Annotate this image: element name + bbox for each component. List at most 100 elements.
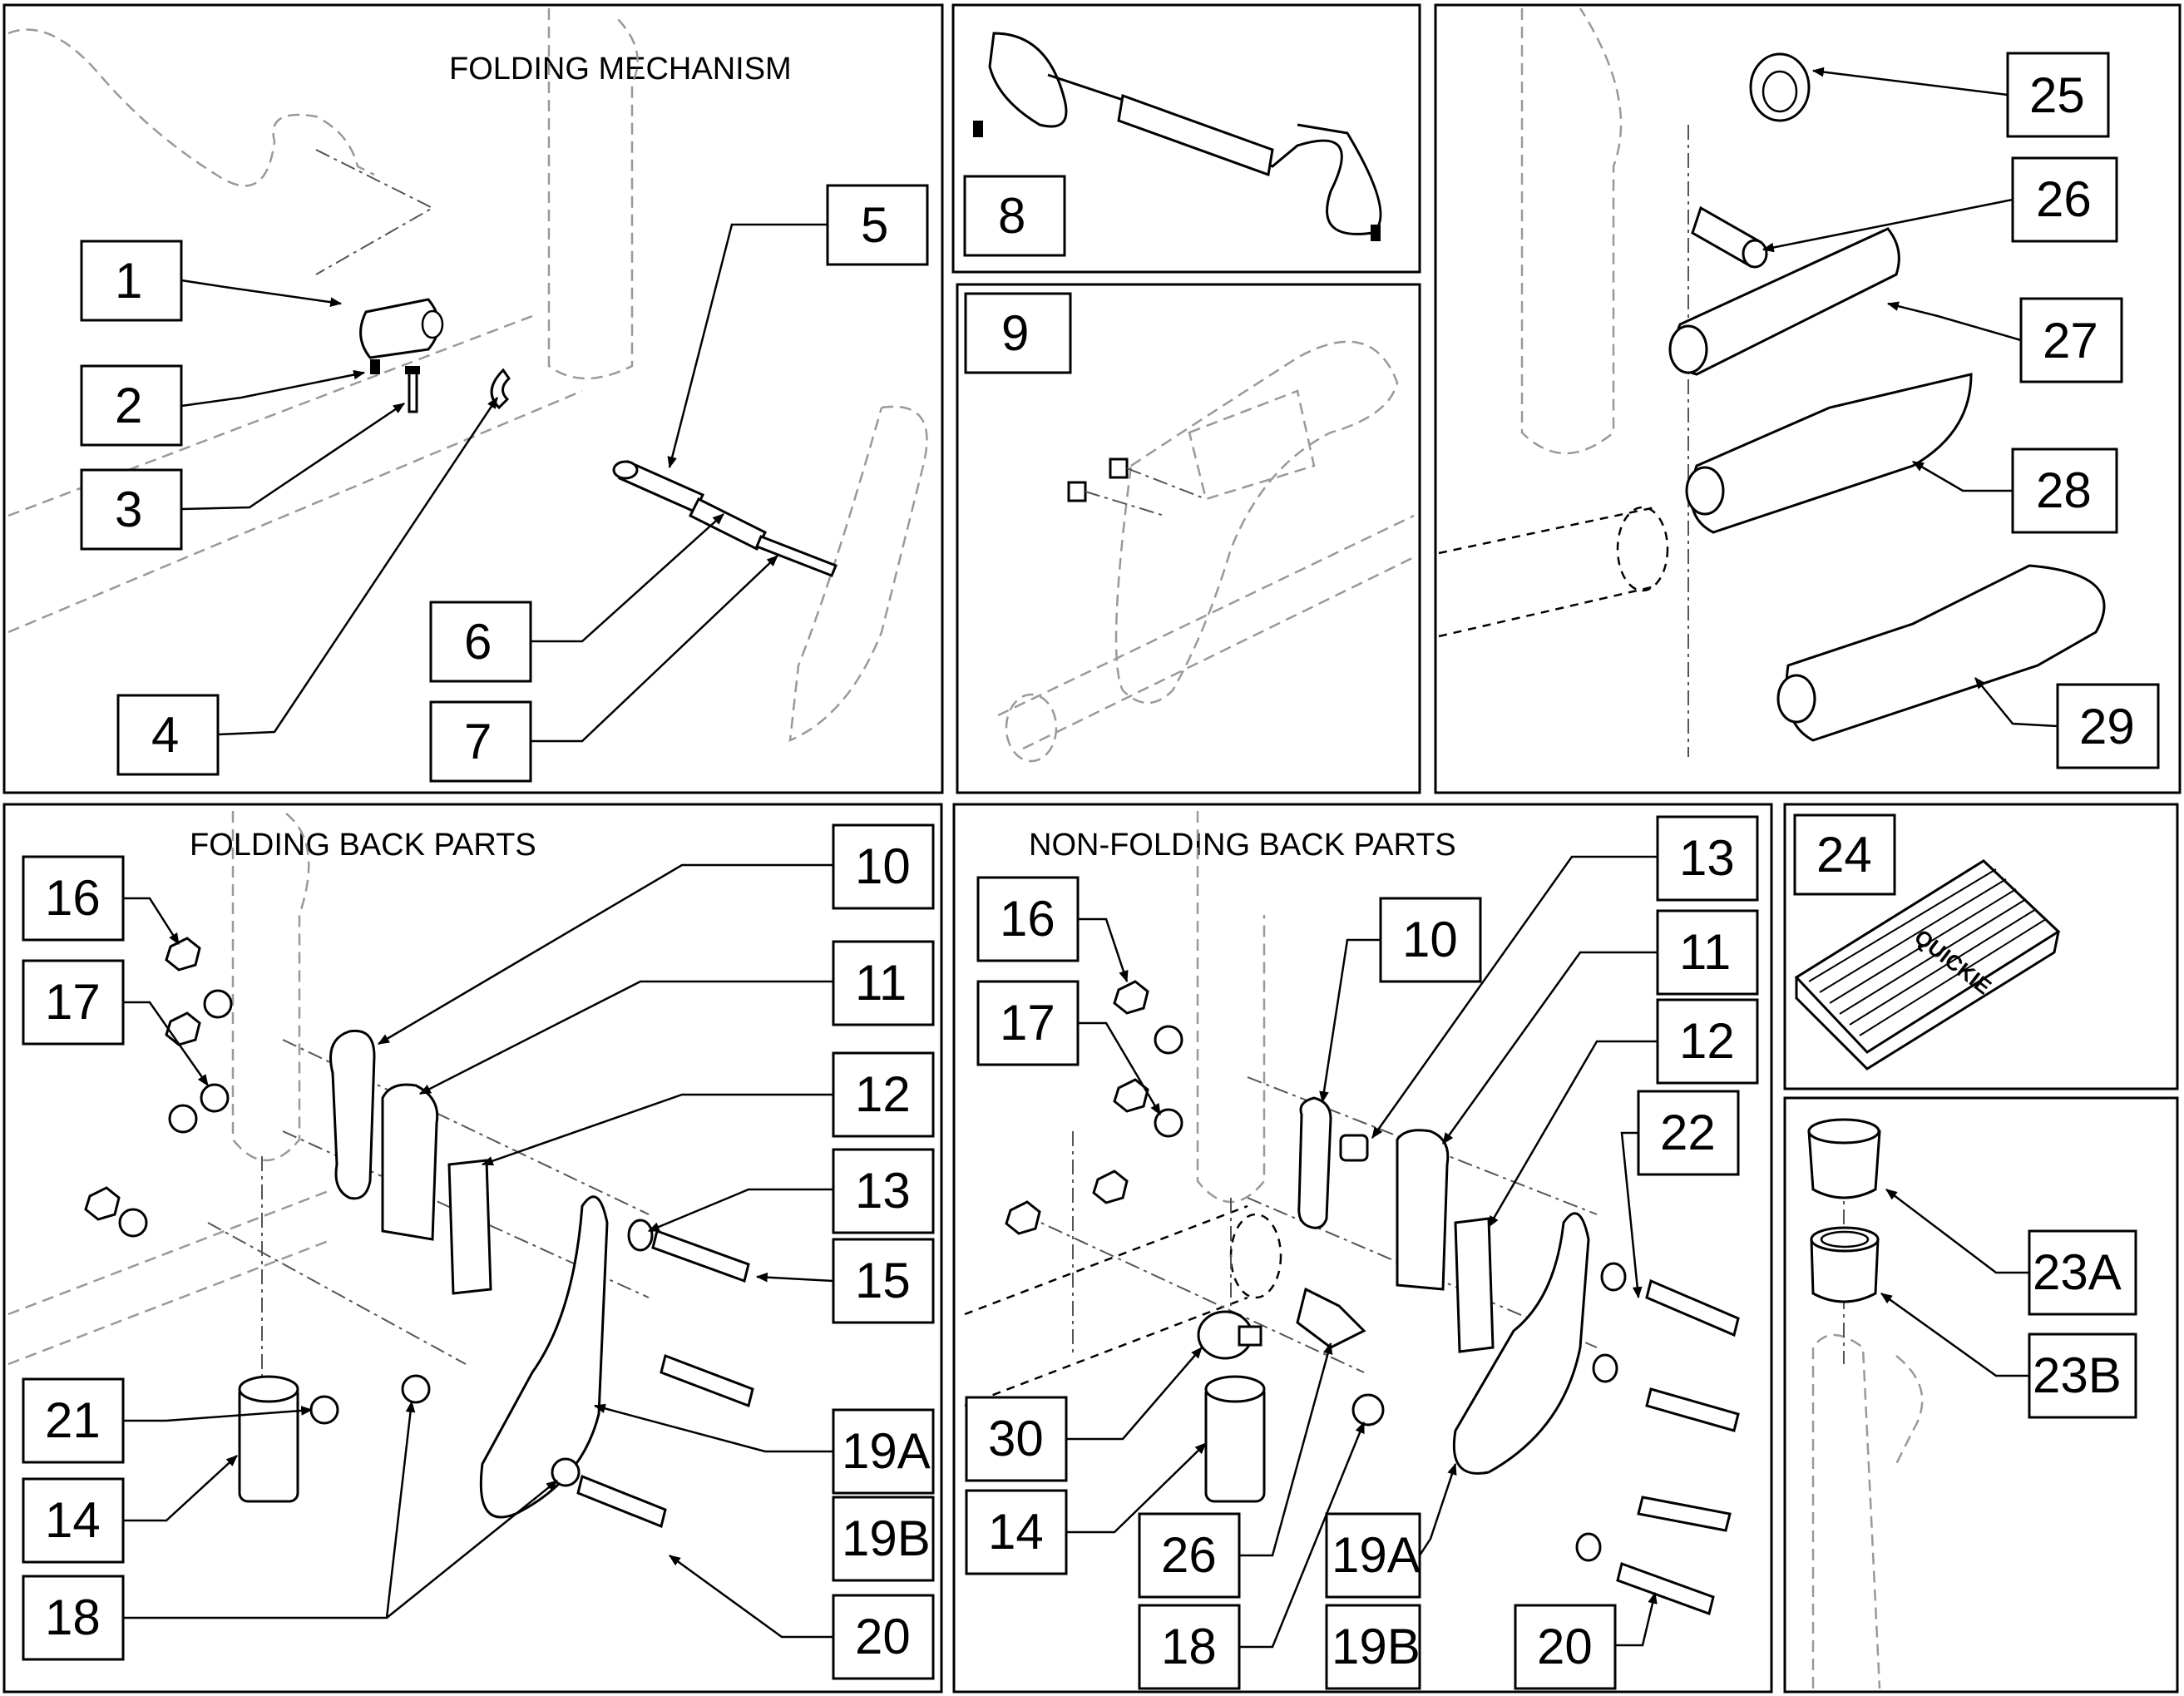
callout-4: 4	[116, 694, 220, 776]
section-title-folding-mechanism: FOLDING MECHANISM	[449, 52, 792, 87]
cap-23b	[1810, 1226, 1880, 1303]
callout-28: 28	[2011, 447, 2118, 534]
fb-leader-12	[481, 1093, 833, 1166]
svg-text:10: 10	[855, 838, 911, 894]
nf-bolts	[1575, 1262, 1740, 1615]
fold-handle-barrel	[359, 298, 444, 359]
fb-callout-17: 17	[22, 959, 125, 1046]
fb-leader-19a	[593, 1403, 833, 1453]
fb-callout-20: 20	[832, 1594, 935, 1680]
nf-callout-18: 18	[1138, 1604, 1241, 1690]
leader-4	[217, 397, 499, 736]
nf-leader-18	[1239, 1421, 1366, 1649]
fb-washers	[309, 1374, 581, 1487]
svg-text:18: 18	[1161, 1619, 1217, 1674]
svg-text:23A: 23A	[2033, 1244, 2122, 1300]
fb-leader-11	[418, 980, 833, 1095]
nf-leader-10	[1319, 938, 1381, 1104]
nf-backrest-bracket	[1452, 1212, 1590, 1475]
svg-text:2: 2	[115, 378, 142, 433]
callout-29: 29	[2056, 683, 2160, 769]
cap-23a	[1807, 1118, 1881, 1199]
nf-leader-11	[1441, 951, 1658, 1145]
callout-26: 26	[2011, 156, 2118, 243]
side-guard-bushings	[1067, 457, 1207, 517]
fb-spacer-block	[447, 1159, 492, 1295]
svg-text:29: 29	[2079, 699, 2135, 754]
side-guard-ghost	[997, 340, 1415, 763]
fb-leader-16	[123, 897, 180, 945]
panel-folding-mechanism	[2, 3, 944, 794]
fb-leader-17	[123, 1001, 210, 1086]
callout-23b: 23B	[2028, 1333, 2137, 1419]
fb-callout-21: 21	[22, 1377, 125, 1464]
svg-text:7: 7	[464, 714, 492, 769]
cane-27	[1668, 227, 1900, 376]
fb-leader-10	[377, 863, 833, 1046]
svg-text:6: 6	[464, 614, 492, 670]
nf-leader-17	[1078, 1021, 1162, 1116]
fold-strap	[973, 32, 1382, 241]
nf-nuts	[1005, 980, 1183, 1235]
callout-2: 2	[80, 364, 183, 447]
nf-leader-14	[1066, 1442, 1207, 1534]
svg-text:5: 5	[861, 197, 888, 253]
fb-leader-20	[669, 1554, 833, 1639]
panel-mat	[1783, 803, 2179, 1090]
callout-25: 25	[2006, 52, 2110, 138]
svg-text:17: 17	[1000, 995, 1055, 1051]
svg-text:11: 11	[855, 955, 907, 1011]
svg-text:14: 14	[45, 1492, 101, 1548]
nf-leader-30	[1066, 1347, 1203, 1441]
fb-callout-19a: 19A	[832, 1408, 935, 1495]
svg-text:30: 30	[988, 1411, 1044, 1466]
svg-text:19A: 19A	[842, 1423, 931, 1479]
panel-non-folding-back-parts	[952, 803, 1773, 1694]
svg-text:19B: 19B	[1332, 1619, 1421, 1674]
callout-9: 9	[964, 292, 1072, 374]
nf-washer-18	[1351, 1393, 1385, 1427]
nf-callout-19b: 19B	[1325, 1604, 1421, 1690]
fb-callout-15: 15	[832, 1238, 935, 1324]
nf-callout-19a: 19A	[1325, 1512, 1421, 1599]
leader-23b	[1880, 1292, 2029, 1377]
panel-folding-back-parts	[2, 803, 943, 1694]
fb-callout-10: 10	[832, 823, 935, 910]
spacer-26	[1691, 205, 1768, 269]
nf-callout-17: 17	[976, 980, 1080, 1066]
nf-callout-26: 26	[1138, 1512, 1241, 1599]
svg-text:16: 16	[1000, 891, 1055, 947]
nf-leader-20	[1615, 1591, 1658, 1647]
callout-24: 24	[1793, 813, 1896, 896]
callout-23a: 23A	[2028, 1229, 2137, 1316]
callout-27: 27	[2019, 297, 2123, 383]
leader-5	[667, 223, 828, 469]
fb-receiver-tube	[238, 1375, 299, 1503]
svg-text:16: 16	[45, 870, 101, 926]
leader-6	[531, 513, 724, 643]
fb-callout-18: 18	[22, 1575, 125, 1661]
plug-25	[1749, 52, 1811, 122]
nf-leader-13	[1371, 855, 1658, 1139]
nf-callout-14: 14	[965, 1489, 1068, 1575]
fb-callout-11: 11	[832, 940, 935, 1026]
svg-text:23B: 23B	[2033, 1347, 2122, 1403]
svg-text:11: 11	[1679, 924, 1731, 980]
nf-callout-11: 11	[1656, 909, 1759, 996]
svg-text:20: 20	[1537, 1619, 1593, 1674]
svg-text:13: 13	[1679, 830, 1735, 886]
anti-tip-mat: QUICKIE	[1794, 859, 2061, 1071]
fb-backrest-bracket	[479, 1195, 609, 1519]
svg-text:12: 12	[855, 1066, 911, 1122]
svg-text:19B: 19B	[842, 1511, 931, 1566]
svg-text:24: 24	[1816, 827, 1872, 883]
fb-leader-13	[647, 1188, 833, 1233]
callout-6: 6	[429, 601, 532, 683]
nf-callout-30: 30	[965, 1396, 1068, 1482]
svg-text:15: 15	[855, 1253, 911, 1308]
cane-28	[1685, 373, 1973, 534]
cane-29	[1776, 564, 2106, 742]
nf-leader-19a	[1418, 1462, 1457, 1556]
nf-spacer	[1339, 1134, 1369, 1162]
svg-text:1: 1	[115, 253, 142, 309]
